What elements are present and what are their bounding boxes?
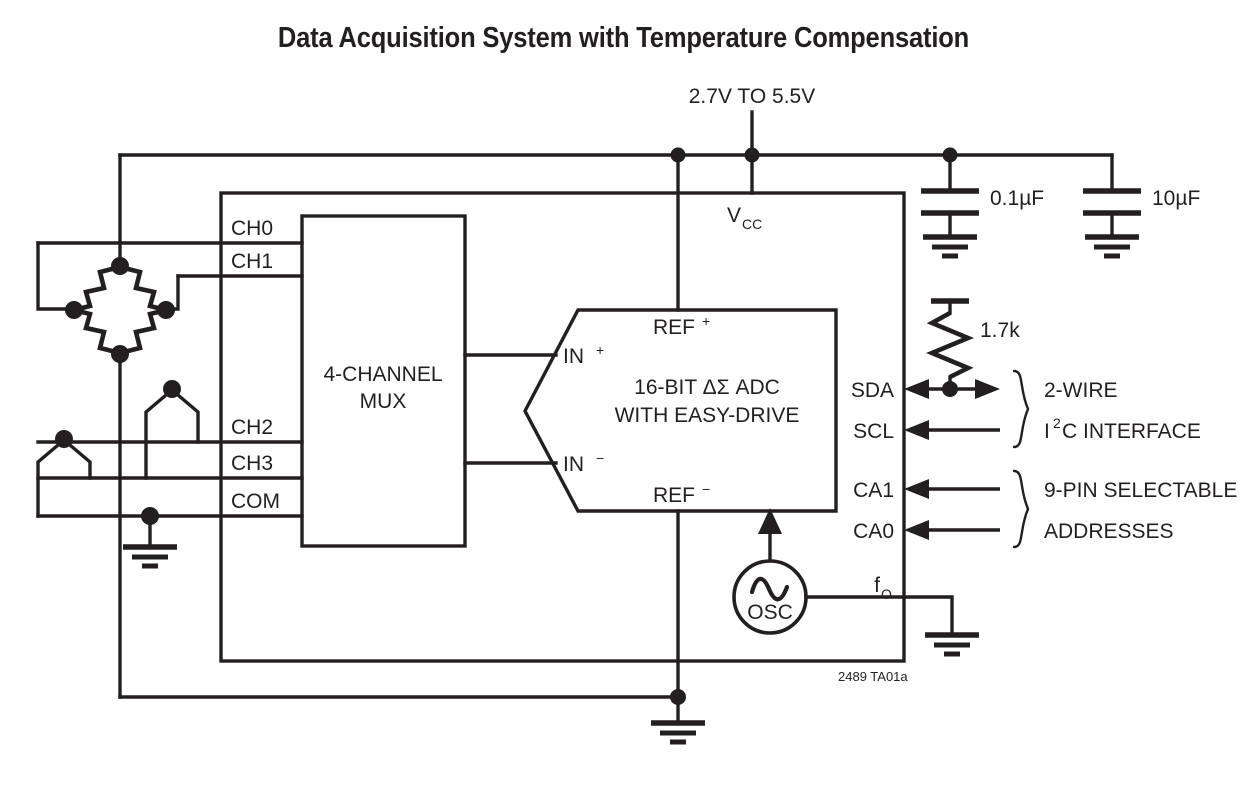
adc-pin-ref-minus-sup: − xyxy=(702,481,710,497)
sda-signal xyxy=(904,379,1000,399)
pin-label-sda: SDA xyxy=(851,379,894,402)
thermocouple-ch3 xyxy=(36,430,92,518)
pin-label-scl: SCL xyxy=(853,420,894,443)
digital-pins: SDA SCL CA1 CA0 f O xyxy=(851,379,1000,602)
bridge-sensor xyxy=(36,153,180,699)
interface-label-i2c-pre: I xyxy=(1044,420,1050,443)
channel-label-ch3: CH3 xyxy=(231,452,273,475)
scl-arrow xyxy=(904,420,929,440)
mux-to-adc-wires xyxy=(463,353,558,465)
bridge-left-lead xyxy=(36,241,77,311)
ca1-signal xyxy=(904,479,1000,499)
bridge-resistor-bottom-right xyxy=(123,308,163,355)
adc-label-line1: 16-BIT ΔΣ ADC xyxy=(634,376,780,399)
bridge-resistor-top-left xyxy=(77,265,117,312)
interface-label-2wire: 2-WIRE xyxy=(1044,379,1118,402)
adc-pin-in-minus: IN xyxy=(563,453,584,476)
resistor-value-label: 1.7k xyxy=(980,319,1020,342)
channel-label-ch0: CH0 xyxy=(231,217,273,240)
resistor-zigzag xyxy=(926,310,974,380)
vcc-sublabel: CC xyxy=(742,216,762,232)
mux-block: 4-CHANNEL MUX xyxy=(300,214,467,548)
vcc-net: V CC xyxy=(727,153,762,232)
brace-address xyxy=(1012,469,1030,549)
thermocouple-ch3-junction xyxy=(55,430,73,448)
sda-junction-dot xyxy=(942,381,958,397)
address-label-line1: 9-PIN SELECTABLE xyxy=(1044,479,1237,502)
adc-pin-in-plus-sup: + xyxy=(596,342,604,358)
pin-label-fo-sub: O xyxy=(881,586,892,602)
interface-annotations: 2-WIRE I 2 C INTERFACE 9-PIN SELECTABLE … xyxy=(1012,369,1237,549)
pin-label-ca1: CA1 xyxy=(853,479,894,502)
mux-label-line1: 4-CHANNEL xyxy=(323,363,442,386)
bridge-node-bottom xyxy=(111,345,129,363)
supply-voltage-label: 2.7V TO 5.5V xyxy=(689,85,815,108)
channel-label-ch1: CH1 xyxy=(231,250,273,273)
interface-label-i2c-sup: 2 xyxy=(1053,415,1061,431)
brace-i2c xyxy=(1012,369,1030,449)
capacitor-10uf-label: 10µF xyxy=(1152,187,1200,210)
adc-pin-ref-plus: REF xyxy=(653,316,695,339)
pin-label-fo: f xyxy=(874,574,880,597)
address-label-line2: ADDRESSES xyxy=(1044,520,1174,543)
adc-pin-in-minus-sup: − xyxy=(596,450,604,466)
page-title: Data Acquisition System with Temperature… xyxy=(277,22,970,54)
adc-pin-in-plus: IN xyxy=(563,345,584,368)
osc-arrow-head xyxy=(758,508,782,534)
pullup-resistor: 1.7k xyxy=(926,298,1020,391)
capacitor-0-1uf-label: 0.1µF xyxy=(990,187,1044,210)
com-ground-junction xyxy=(141,507,159,525)
adc-body xyxy=(523,308,838,513)
ca0-arrow xyxy=(904,520,929,540)
osc-label: OSC xyxy=(747,601,793,624)
channel-wires: CH0 CH1 CH2 CH3 COM xyxy=(36,217,304,518)
scl-signal xyxy=(904,420,1000,440)
thermocouple-ch2 xyxy=(144,380,200,480)
thermocouple-ch2-junction xyxy=(163,380,181,398)
vcc-label: V xyxy=(727,204,741,227)
ca0-signal xyxy=(904,520,1000,540)
ca1-arrow xyxy=(904,479,929,499)
channel-label-ch2: CH2 xyxy=(231,416,273,439)
bridge-node-top xyxy=(111,257,129,275)
adc-block: 16-BIT ΔΣ ADC WITH EASY-DRIVE IN + IN − … xyxy=(523,308,838,513)
osc-sine-icon xyxy=(749,576,790,602)
fo-wire xyxy=(804,595,954,636)
channel-label-com: COM xyxy=(231,490,280,513)
adc-pin-ref-minus: REF xyxy=(653,484,695,507)
ic-outline xyxy=(219,191,906,663)
bridge-node-right xyxy=(157,301,175,319)
adc-pin-ref-plus-sup: + xyxy=(702,313,710,329)
bridge-resistor-top-right xyxy=(123,265,163,312)
com-ground xyxy=(123,507,177,569)
bottom-ground-rail xyxy=(118,689,705,745)
capacitor-10uf: 10µF xyxy=(1083,153,1200,259)
bridge-node-left xyxy=(65,301,83,319)
bridge-resistor-bottom-left xyxy=(77,308,117,355)
adc-label-line2: WITH EASY-DRIVE xyxy=(615,404,800,427)
sda-arrow-right xyxy=(975,379,1000,399)
interface-label-i2c-post: C INTERFACE xyxy=(1062,420,1201,443)
mux-box xyxy=(300,214,467,548)
capacitor-0-1uf: 0.1µF xyxy=(921,153,1044,259)
oscillator: OSC xyxy=(732,508,979,657)
supply-rail-group: 2.7V TO 5.5V xyxy=(118,85,1114,163)
pin-label-ca0: CA0 xyxy=(853,520,894,543)
sda-arrow-left xyxy=(904,379,929,399)
mux-label-line2: MUX xyxy=(360,390,407,413)
thermocouple-ch2-loop xyxy=(144,387,200,480)
figure-caption: 2489 TA01a xyxy=(838,669,908,684)
